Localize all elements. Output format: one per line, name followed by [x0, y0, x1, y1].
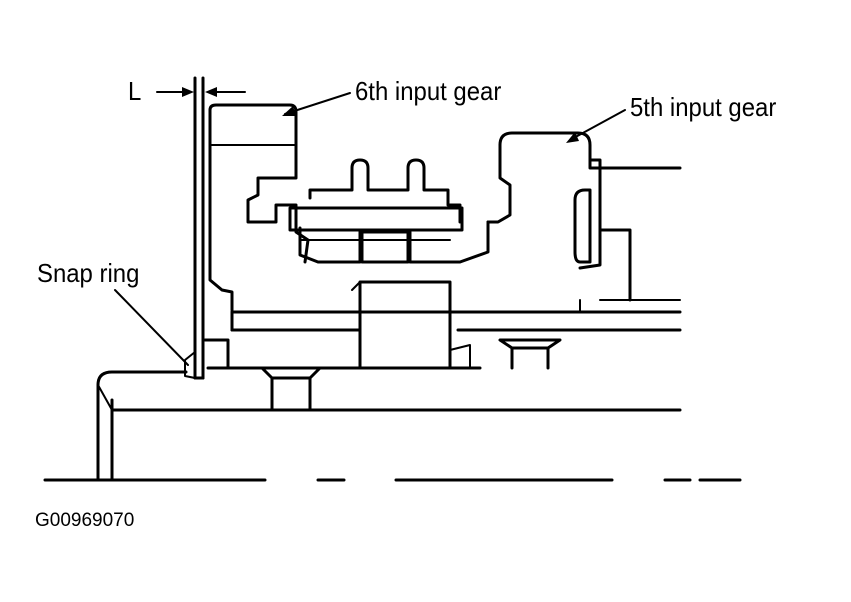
shaft-assembly — [203, 280, 682, 412]
figure-code: G00969070 — [35, 510, 135, 531]
snap-ring-label: Snap ring — [37, 258, 140, 288]
fifth-input-gear — [486, 131, 682, 302]
dimension-l-arrows — [156, 87, 246, 97]
snap-ring-plate — [184, 76, 205, 380]
sixth-input-gear — [208, 103, 310, 312]
dimension-label: L — [128, 76, 142, 106]
sixth-gear-label: 6th input gear — [355, 76, 502, 106]
fifth-gear-label: 5th input gear — [630, 92, 777, 122]
synchronizer-hub — [288, 158, 490, 264]
main-shaft — [96, 370, 682, 482]
